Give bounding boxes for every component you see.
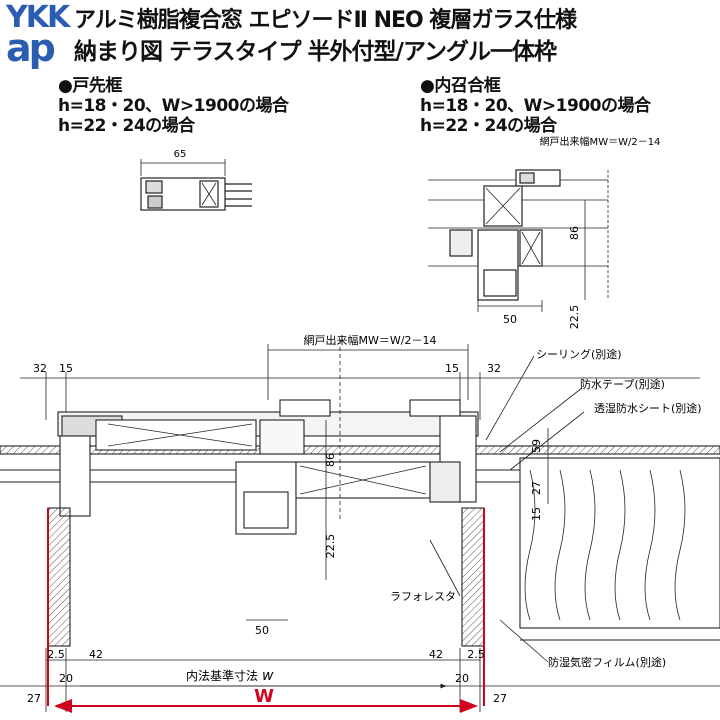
door-frame-title: ●戸先框: [58, 76, 122, 96]
door-frame-dim-65: 65: [174, 149, 187, 160]
callout-breathable-sheet: 透湿防水シート(別途): [594, 401, 702, 415]
main-dim-42-right: 42: [429, 648, 443, 661]
callout-lath: ラフォレスタ: [390, 590, 456, 603]
main-dim-86: 86: [324, 453, 337, 467]
door-frame-section: ●戸先框 h=18・20、W>1900の場合 h=22・24の場合: [58, 76, 289, 136]
meeting-rail-condition-2: h=22・24の場合: [420, 116, 557, 136]
main-dim-20-left: 20: [59, 672, 73, 685]
callout-waterproof-tape: 防水テープ(別途): [580, 377, 665, 391]
meeting-rail-dim-50: 50: [503, 313, 517, 326]
main-dim-27-bottom-left: 27: [27, 692, 41, 705]
ykk-ap-logo: YKK ap: [6, 0, 70, 70]
door-frame-condition-1: h=18・20、W>1900の場合: [58, 96, 289, 116]
meeting-rail-detail: [428, 169, 609, 312]
logo-ap: ap: [6, 26, 56, 70]
meeting-rail-title: ●内召合框: [420, 76, 501, 96]
logo-ykk: YKK: [6, 0, 70, 35]
main-dim-22-5: 22.5: [324, 534, 337, 559]
main-dim-15-side: 15: [530, 507, 543, 521]
main-dim-2-5-right: 2.5: [467, 648, 485, 661]
main-dim-32-left: 32: [33, 362, 47, 375]
page-title-line1: アルミ樹脂複合窓 エピソードⅡ NEO 複層ガラス仕様: [74, 8, 577, 33]
main-dim-15-right: 15: [445, 362, 459, 375]
inner-standard-label: 内法基準寸法: [186, 668, 258, 683]
page-title-line2: 納まり図 テラスタイプ 半外付型/アングル一体枠: [74, 39, 557, 65]
meeting-rail-dim-22-5: 22.5: [568, 305, 581, 330]
main-dim-15-left: 15: [59, 362, 73, 375]
meeting-rail-dim-86: 86: [568, 226, 581, 240]
callout-vapor-film: 防湿気密フィルム(別途): [548, 655, 666, 669]
main-dim-59: 59: [530, 439, 543, 453]
main-dim-32-right: 32: [487, 362, 501, 375]
main-dim-50: 50: [255, 624, 269, 637]
main-screen-width: 網戸出来幅MW＝W/2－14: [304, 333, 437, 347]
door-frame-condition-2: h=22・24の場合: [58, 116, 195, 136]
main-section: [0, 340, 720, 712]
meeting-rail-section: ●内召合框 h=18・20、W>1900の場合 h=22・24の場合: [420, 76, 651, 136]
meeting-rail-condition-1: h=18・20、W>1900の場合: [420, 96, 651, 116]
callout-leaders: [429, 355, 585, 663]
w-label: W: [254, 686, 274, 707]
main-dim-20-right: 20: [455, 672, 469, 685]
main-dim-27-bottom-right: 27: [493, 692, 507, 705]
meeting-rail-screen-width: 網戸出来幅MW＝W/2－14: [540, 135, 661, 148]
door-frame-detail: [140, 159, 252, 211]
main-dim-2-5-left: 2.5: [47, 648, 65, 661]
main-dim-42-left: 42: [89, 648, 103, 661]
inner-standard-symbol: w: [262, 668, 274, 684]
main-dim-27-side: 27: [530, 481, 543, 495]
w-dimension: [47, 508, 485, 713]
callout-sealing: シーリング(別途): [536, 347, 622, 361]
